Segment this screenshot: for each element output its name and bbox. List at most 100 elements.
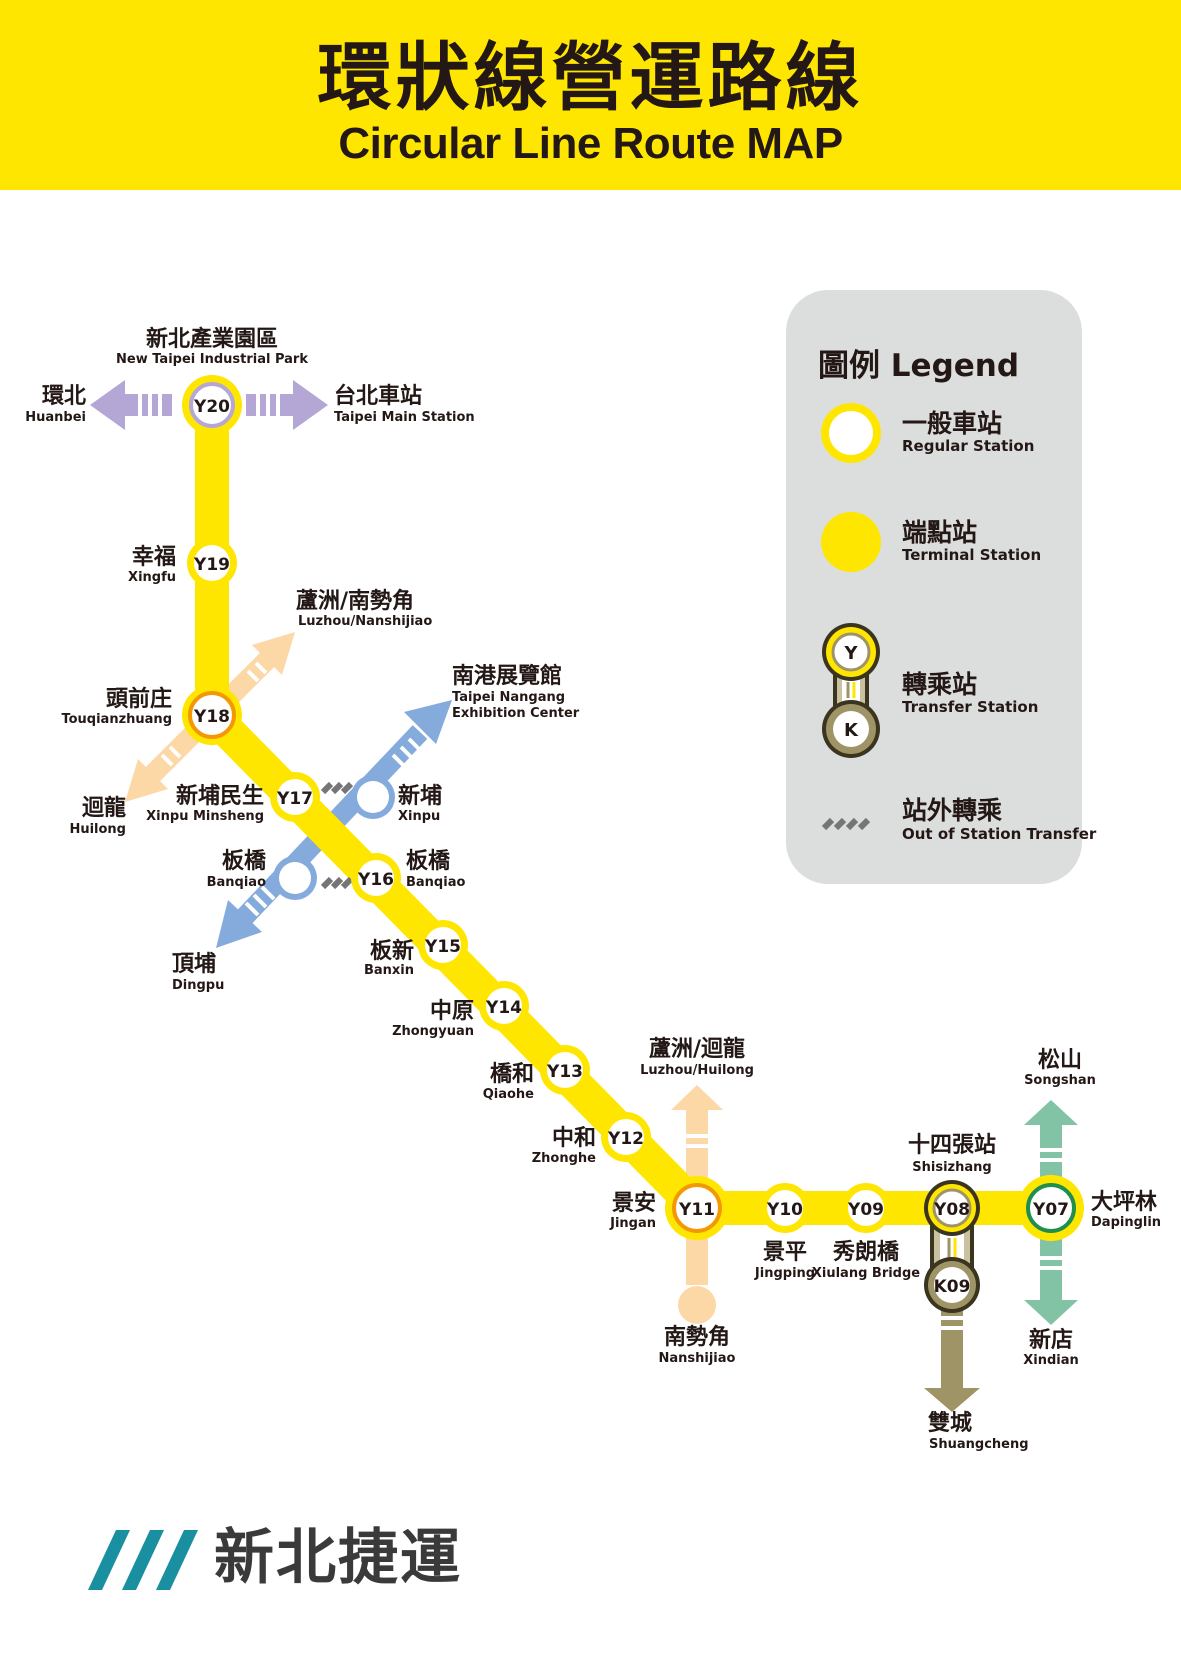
label-y11-en: Jingan bbox=[610, 1216, 656, 1231]
svg-text:Y12: Y12 bbox=[607, 1129, 644, 1149]
label-y10-zh: 景平 bbox=[762, 1240, 807, 1265]
svg-text:K09: K09 bbox=[934, 1277, 971, 1297]
taipei-main-arrow bbox=[246, 380, 328, 430]
svg-text:Y16: Y16 bbox=[357, 870, 394, 890]
label-y18-en: Touqianzhuang bbox=[61, 712, 172, 727]
label-dingpu-zh: 頂埔 bbox=[172, 952, 217, 977]
label-dingpu-en: Dingpu bbox=[172, 978, 225, 993]
legend-out-transfer-en: Out of Station Transfer bbox=[902, 825, 1097, 843]
station-xinpu-blue[interactable] bbox=[351, 775, 395, 819]
station-y17[interactable]: Y17 bbox=[270, 772, 320, 822]
station-y18[interactable]: Y18 bbox=[182, 685, 242, 745]
label-y14-en: Zhongyuan bbox=[392, 1024, 474, 1039]
label-shuangcheng-en: Shuangcheng bbox=[929, 1437, 1029, 1452]
label-luzhou-nanshijiao-zh: 蘆洲/南勢角 bbox=[296, 589, 415, 614]
label-nangang-en1: Taipei Nangang bbox=[452, 690, 566, 705]
station-y14[interactable]: Y14 bbox=[479, 981, 529, 1031]
title-english: Circular Line Route MAP bbox=[338, 119, 843, 168]
svg-text:Y10: Y10 bbox=[766, 1200, 803, 1220]
label-y16-en: Banqiao bbox=[406, 875, 466, 890]
label-nangang-en2: Exhibition Center bbox=[452, 706, 580, 721]
svg-text:Y: Y bbox=[843, 643, 858, 664]
label-y11-zh: 景安 bbox=[611, 1191, 656, 1216]
legend-terminal-en: Terminal Station bbox=[902, 546, 1042, 564]
legend-regular-en: Regular Station bbox=[902, 437, 1035, 455]
label-y08-zh: 十四張站 bbox=[907, 1133, 996, 1158]
station-y10[interactable]: Y10 bbox=[760, 1183, 810, 1233]
station-k09[interactable]: K09 bbox=[924, 1257, 980, 1313]
label-nanshijiao-en: Nanshijiao bbox=[658, 1351, 736, 1366]
label-y17-en: Xinpu Minsheng bbox=[146, 809, 264, 824]
label-luzhou-nanshijiao-en: Luzhou/Nanshijiao bbox=[298, 614, 433, 629]
label-luzhou-huilong-en: Luzhou/Huilong bbox=[640, 1063, 754, 1078]
station-y12[interactable]: Y12 bbox=[601, 1112, 651, 1162]
label-luzhou-huilong-zh: 蘆洲/迴龍 bbox=[648, 1037, 746, 1062]
svg-text:K: K bbox=[844, 720, 859, 741]
label-taipei-main-en: Taipei Main Station bbox=[334, 410, 475, 425]
legend-transfer-zh: 轉乘站 bbox=[902, 670, 978, 699]
legend-regular-zh: 一般車站 bbox=[902, 409, 1003, 438]
svg-text:Y13: Y13 bbox=[546, 1062, 583, 1082]
three-slash-logo-icon bbox=[88, 1530, 198, 1590]
label-y19-zh: 幸福 bbox=[131, 545, 176, 570]
title-chinese: 環狀線營運路線 bbox=[317, 35, 864, 121]
label-y09-zh: 秀朗橋 bbox=[832, 1240, 899, 1265]
station-y19[interactable]: Y19 bbox=[187, 538, 237, 588]
svg-text:Y08: Y08 bbox=[933, 1200, 970, 1220]
station-y20[interactable]: Y20 bbox=[182, 375, 242, 435]
label-y07-en: Dapinglin bbox=[1091, 1215, 1162, 1230]
label-y13-en: Qiaohe bbox=[482, 1087, 534, 1102]
label-y12-en: Zhonghe bbox=[531, 1151, 596, 1166]
legend-title: 圖例 Legend bbox=[818, 348, 1020, 384]
svg-text:Y17: Y17 bbox=[276, 789, 313, 809]
svg-text:Y15: Y15 bbox=[424, 937, 461, 957]
label-y13-zh: 橋和 bbox=[489, 1062, 534, 1087]
station-y16[interactable]: Y16 bbox=[351, 853, 401, 903]
station-banqiao-blue[interactable] bbox=[273, 856, 317, 900]
station-y11[interactable]: Y11 bbox=[665, 1176, 729, 1240]
legend-terminal-station-symbol bbox=[821, 512, 881, 572]
label-xindian-en: Xindian bbox=[1023, 1353, 1079, 1368]
title-banner: 環狀線營運路線 Circular Line Route MAP bbox=[0, 0, 1181, 190]
label-nangang-zh: 南港展覽館 bbox=[452, 664, 563, 689]
label-songshan-zh: 松山 bbox=[1037, 1048, 1082, 1073]
svg-text:Y19: Y19 bbox=[193, 555, 230, 575]
legend-out-station-transfer-symbol bbox=[821, 817, 871, 831]
label-y20-zh: 新北產業園區 bbox=[145, 327, 278, 352]
legend-transfer-en: Transfer Station bbox=[902, 698, 1039, 716]
label-nanshijiao-zh: 南勢角 bbox=[663, 1325, 730, 1350]
label-huilong-zh: 迴龍 bbox=[81, 796, 126, 821]
label-y14-zh: 中原 bbox=[429, 999, 474, 1024]
svg-text:Y09: Y09 bbox=[847, 1200, 884, 1220]
out-station-transfer-y16 bbox=[320, 876, 354, 890]
label-y10-en: Jingping bbox=[754, 1266, 816, 1281]
label-y09-en: Xiulang Bridge bbox=[811, 1266, 921, 1281]
legend-regular-station-symbol bbox=[821, 403, 881, 463]
label-y07-zh: 大坪林 bbox=[1091, 1190, 1158, 1215]
label-shuangcheng-zh: 雙城 bbox=[928, 1411, 973, 1436]
label-y15-zh: 板新 bbox=[369, 939, 414, 964]
huanbei-arrow bbox=[90, 380, 172, 430]
station-y15[interactable]: Y15 bbox=[418, 920, 468, 970]
svg-text:Y11: Y11 bbox=[678, 1200, 715, 1220]
label-taipei-main-zh: 台北車站 bbox=[334, 384, 423, 409]
label-y18-zh: 頭前庄 bbox=[105, 687, 172, 712]
legend-out-transfer-zh: 站外轉乘 bbox=[902, 796, 1003, 825]
label-huanbei-en: Huanbei bbox=[25, 410, 86, 425]
legend-panel bbox=[786, 290, 1082, 884]
label-y20-en: New Taipei Industrial Park bbox=[116, 352, 308, 367]
label-y15-en: Banxin bbox=[363, 963, 414, 978]
label-y19-en: Xingfu bbox=[128, 570, 176, 585]
label-y16-zh: 板橋 bbox=[406, 849, 451, 874]
label-banqiao-blue-zh: 板橋 bbox=[221, 849, 266, 874]
logo-text: 新北捷運 bbox=[214, 1523, 462, 1593]
station-y08[interactable]: Y08 bbox=[924, 1180, 980, 1236]
svg-text:Y20: Y20 bbox=[193, 397, 230, 417]
station-y07[interactable]: Y07 bbox=[1018, 1175, 1084, 1241]
station-y09[interactable]: Y09 bbox=[841, 1183, 891, 1233]
station-y13[interactable]: Y13 bbox=[540, 1045, 590, 1095]
label-y08-en: Shisizhang bbox=[912, 1160, 992, 1175]
label-huilong-en: Huilong bbox=[69, 822, 126, 837]
